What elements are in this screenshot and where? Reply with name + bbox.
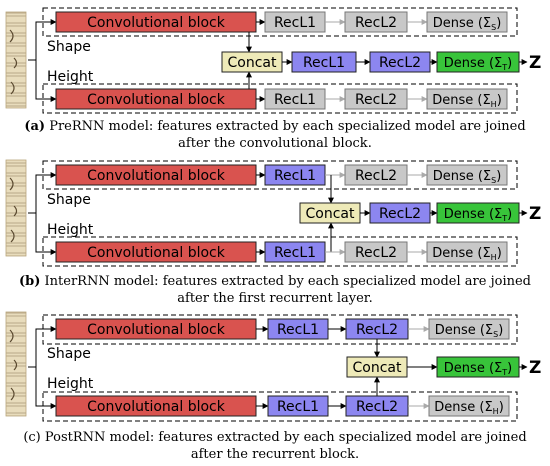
panel-c: Convolutional block RecL1 RecL2 Dense (Σ… [5,311,541,462]
shape-label: Shape [47,346,91,362]
conv-block-label: Convolutional block [87,399,226,415]
recl1-label: RecL1 [277,399,319,415]
output-z: Z [529,204,541,224]
conv-block-label: Convolutional block [87,245,226,261]
recl2-label: RecL2 [355,92,397,108]
recl1-label: RecL1 [277,322,319,338]
dense-transcription-label: Dense (ΣT) [444,361,512,377]
output-z: Z [529,358,541,378]
shape-label: Shape [47,39,91,55]
recl1-label: RecL1 [274,92,316,108]
caption-c-line1: (c) PostRNN model: features extracted by… [23,430,526,445]
recl2-label: RecL2 [379,55,421,71]
dense-shape-box [426,11,508,33]
dense-height-label: Dense (ΣH) [432,246,502,262]
height-label: Height [47,222,94,238]
dense-height-label: Dense (ΣH) [434,400,504,416]
conv-block-label: Convolutional block [87,168,226,184]
caption-c-line2: after the recurrent block. [191,447,359,462]
conv-block-label: Convolutional block [87,15,226,31]
concat-label: Concat [353,360,402,376]
recl1-label: RecL1 [274,15,316,31]
dense-shape-label: Dense (ΣS) [435,323,504,339]
shape-group-box [42,314,518,345]
dense-height-box [428,395,510,417]
recl1-label: RecL1 [303,55,345,71]
dense-shape-box [428,318,510,340]
output-z: Z [529,53,541,73]
recl2-label: RecL2 [355,168,397,184]
dense-height-box [426,88,508,110]
recl2-label: RecL2 [379,206,421,222]
panel-b: Convolutional block RecL1 RecL2 Dense (Σ… [5,159,541,306]
caption-b-line1: (b) InterRNN model: features extracted b… [19,274,531,289]
dense-height-box [426,241,508,263]
height-label: Height [47,69,94,85]
height-label: Height [47,376,94,392]
caption-a-line2: after the convolutional block. [178,136,372,151]
height-group-box [42,391,518,422]
dense-transcription-label: Dense (ΣT) [444,207,512,223]
caption-b-line2: after the first recurrent layer. [177,291,372,306]
conv-block-label: Convolutional block [87,322,226,338]
recl2-label: RecL2 [356,322,398,338]
dense-height-label: Dense (ΣH) [432,93,502,109]
recl1-label: RecL1 [274,245,316,261]
concat-label: Concat [228,55,277,71]
panel-a: Convolutional block RecL1 RecL2 Dense (Σ… [5,7,541,151]
shape-group-box [42,7,518,37]
recl2-label: RecL2 [356,399,398,415]
height-group-box [42,236,518,267]
recl2-label: RecL2 [355,245,397,261]
dense-transcription-label: Dense (ΣT) [444,56,512,72]
dense-shape-label: Dense (ΣS) [433,16,502,32]
caption-a-line1: (a) PreRNN model: features extracted by … [24,119,525,134]
dense-shape-label: Dense (ΣS) [433,169,502,185]
shape-group-box [42,160,518,190]
recl1-label: RecL1 [274,168,316,184]
height-group-box [42,83,518,114]
dense-shape-box [426,164,508,186]
recl2-label: RecL2 [355,15,397,31]
shape-label: Shape [47,192,91,208]
conv-block-label: Convolutional block [87,92,226,108]
concat-label: Concat [306,206,355,222]
